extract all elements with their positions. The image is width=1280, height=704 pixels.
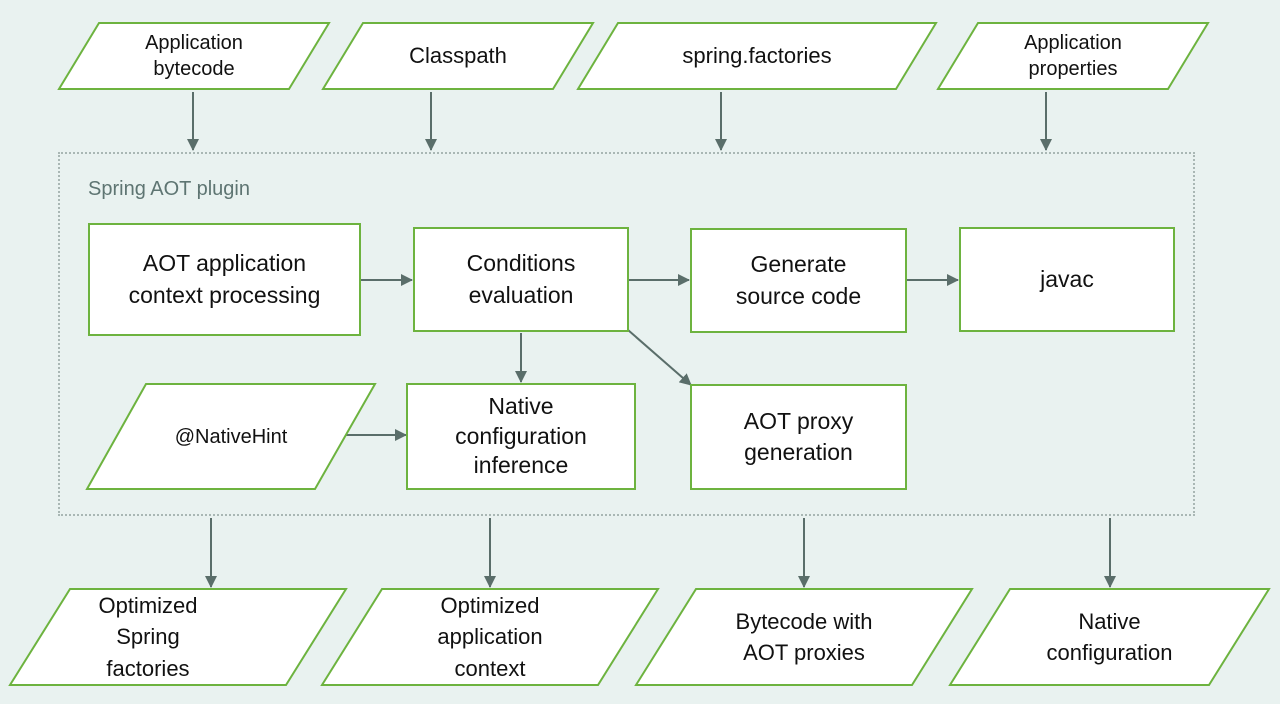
output-optimized-application-context-label: Optimized application context — [437, 593, 543, 681]
step-generate-source-code-label: Generate source code — [735, 251, 862, 309]
output-optimized-application-context: Optimized application context — [320, 588, 660, 686]
output-bytecode-with-aot-proxies: Bytecode with AOT proxies — [634, 588, 974, 686]
input-native-hint-label: @NativeHint — [174, 425, 288, 448]
output-optimized-spring-factories-label: Optimized Spring factories — [98, 593, 198, 681]
input-native-hint: @NativeHint — [85, 383, 377, 490]
input-application-properties: Application properties — [936, 22, 1210, 90]
input-classpath: Classpath — [321, 22, 595, 90]
input-application-bytecode-label: Application bytecode — [145, 32, 243, 80]
step-aot-proxy-generation: AOT proxy generation — [690, 384, 907, 490]
output-native-configuration: Native configuration — [948, 588, 1271, 686]
input-application-properties-label: Application properties — [1024, 32, 1122, 80]
step-aot-context-processing: AOT application context processing — [88, 223, 361, 336]
step-conditions-evaluation: Conditions evaluation — [413, 227, 629, 332]
input-classpath-label: Classpath — [409, 42, 507, 68]
step-conditions-evaluation-label: Conditions evaluation — [466, 250, 576, 308]
input-application-bytecode: Application bytecode — [57, 22, 331, 90]
step-native-config-inference-label: Native configuration inference — [455, 392, 587, 479]
arrow-conditions-to-proxy — [627, 329, 692, 386]
step-javac-label: javac — [1040, 265, 1094, 292]
step-native-config-inference: Native configuration inference — [406, 383, 636, 490]
input-spring-factories-label: spring.factories — [682, 42, 832, 68]
step-generate-source-code: Generate source code — [690, 228, 907, 333]
input-spring-factories: spring.factories — [576, 22, 938, 90]
step-aot-context-processing-label: AOT application context processing — [128, 250, 321, 308]
step-javac: javac — [959, 227, 1175, 332]
step-aot-proxy-generation-label: AOT proxy generation — [743, 407, 854, 465]
output-bytecode-with-aot-proxies-label: Bytecode with AOT proxies — [735, 608, 873, 665]
output-native-configuration-label: Native configuration — [1046, 608, 1173, 665]
spring-aot-plugin-boundary — [58, 152, 1195, 516]
plugin-title: Spring AOT plugin — [88, 178, 250, 200]
output-optimized-spring-factories: Optimized Spring factories — [8, 588, 348, 686]
